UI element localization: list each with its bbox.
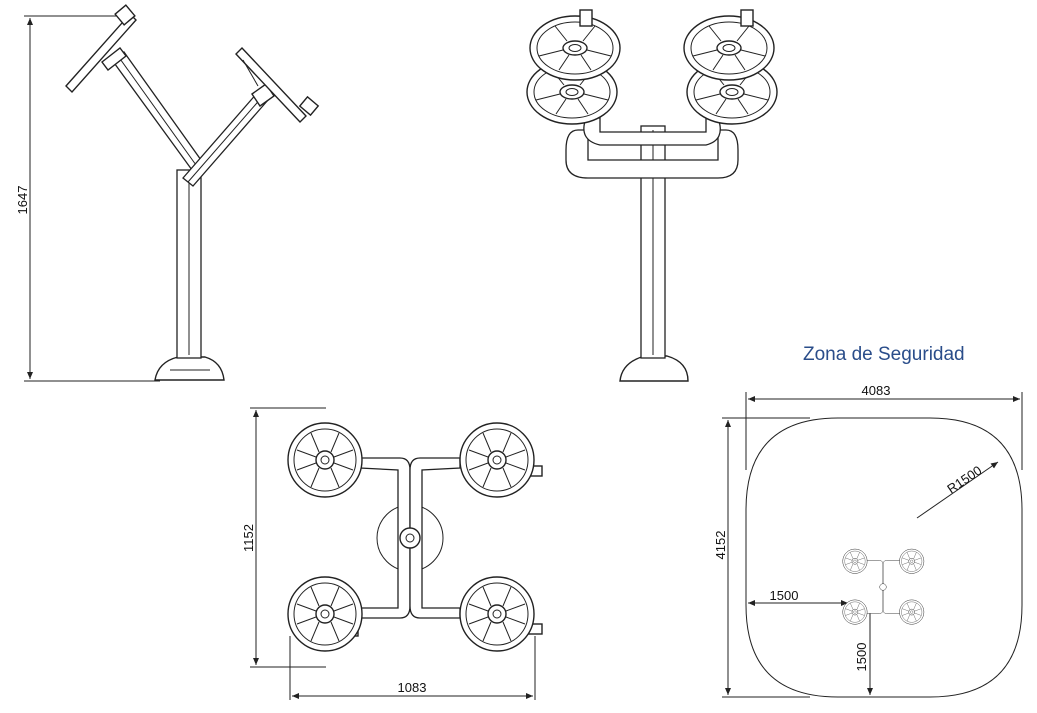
top-width-label: 1083 (398, 680, 427, 695)
side-height-label: 1647 (15, 186, 30, 215)
zone-depth-label: 4152 (713, 531, 728, 560)
safety-zone-title: Zona de Seguridad (803, 344, 965, 365)
top-view: 1152 1083 (241, 407, 543, 700)
zone-radius-label: R1500 (944, 463, 984, 497)
front-view (526, 9, 778, 382)
zone-offset-y-label: 1500 (854, 643, 869, 672)
side-view: 1647 (15, 4, 320, 382)
zone-width-label: 4083 (862, 383, 891, 398)
zone-offset-x-label: 1500 (770, 588, 799, 603)
equipment-mini-plan (842, 548, 925, 625)
top-depth-label: 1152 (241, 524, 256, 552)
safety-zone: Zona de Seguridad 4083 4152 R1500 1500 1… (713, 344, 1023, 698)
